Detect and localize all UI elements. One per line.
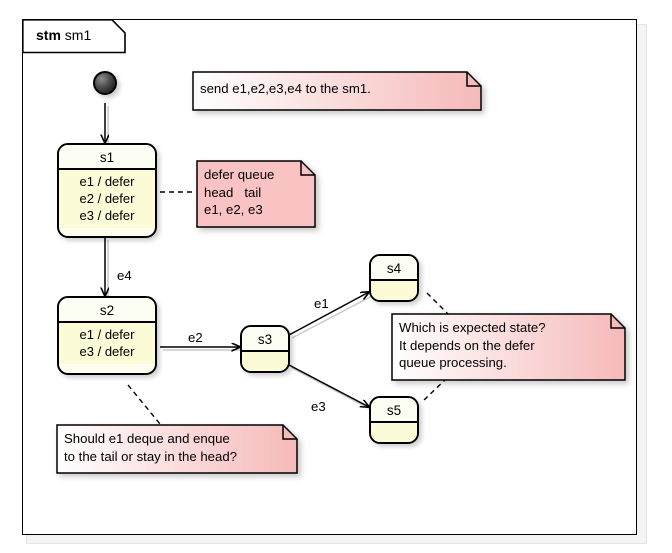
initial-pseudostate[interactable] bbox=[93, 71, 117, 95]
state-s3-name: s3 bbox=[242, 327, 288, 352]
note-deque-enque[interactable]: Should e1 deque and enque to the tail or… bbox=[56, 424, 298, 474]
note-deque-enque-text: Should e1 deque and enque to the tail or… bbox=[64, 431, 238, 464]
frame-title: stm sm1 bbox=[36, 27, 91, 43]
transition-s3-s5 bbox=[288, 364, 369, 407]
state-s2[interactable]: s2 e1 / defer e3 / defer bbox=[57, 296, 157, 375]
state-s2-row-1: e3 / defer bbox=[79, 344, 135, 359]
state-s1-row-2: e3 / defer bbox=[79, 208, 135, 223]
state-s1-body: e1 / defer e2 / defer e3 / defer bbox=[59, 170, 155, 228]
note-anchor-s5 bbox=[423, 377, 448, 401]
frame-name-tab bbox=[22, 19, 126, 54]
state-s5-name: s5 bbox=[371, 398, 417, 423]
note-defer-queue-text: defer queue head tail e1, e2, e3 bbox=[204, 167, 275, 217]
transition-label-e1: e1 bbox=[314, 296, 329, 311]
state-s4[interactable]: s4 bbox=[369, 254, 419, 302]
state-s5[interactable]: s5 bbox=[369, 396, 419, 444]
note-expected-state[interactable]: Which is expected state? It depends on t… bbox=[391, 313, 626, 381]
transition-label-e3: e3 bbox=[311, 399, 326, 414]
frame-keyword: stm bbox=[36, 27, 61, 43]
note-defer-queue[interactable]: defer queue head tail e1, e2, e3 bbox=[196, 160, 316, 228]
state-s3[interactable]: s3 bbox=[240, 325, 290, 373]
state-s5-body bbox=[371, 423, 417, 442]
state-s1-row-0: e1 / defer bbox=[79, 174, 135, 189]
transition-label-e2: e2 bbox=[188, 330, 203, 345]
frame-name: sm1 bbox=[64, 27, 92, 43]
note-anchor-s2 bbox=[127, 384, 161, 425]
state-s2-row-0: e1 / defer bbox=[79, 327, 135, 342]
state-s1-name: s1 bbox=[59, 145, 155, 170]
note-send-text: send e1,e2,e3,e4 to the sm1. bbox=[200, 81, 371, 96]
transition-s3-s4 bbox=[288, 292, 369, 336]
state-s2-name: s2 bbox=[59, 298, 155, 323]
note-send[interactable]: send e1,e2,e3,e4 to the sm1. bbox=[192, 71, 482, 111]
state-s3-body bbox=[242, 352, 288, 371]
transition-label-e4: e4 bbox=[117, 268, 132, 283]
note-expected-state-text: Which is expected state? It depends on t… bbox=[399, 320, 546, 370]
state-s1-row-1: e2 / defer bbox=[79, 191, 135, 206]
state-s1[interactable]: s1 e1 / defer e2 / defer e3 / defer bbox=[57, 143, 157, 238]
state-s2-body: e1 / defer e3 / defer bbox=[59, 323, 155, 364]
state-s4-body bbox=[371, 281, 417, 300]
state-s4-name: s4 bbox=[371, 256, 417, 281]
